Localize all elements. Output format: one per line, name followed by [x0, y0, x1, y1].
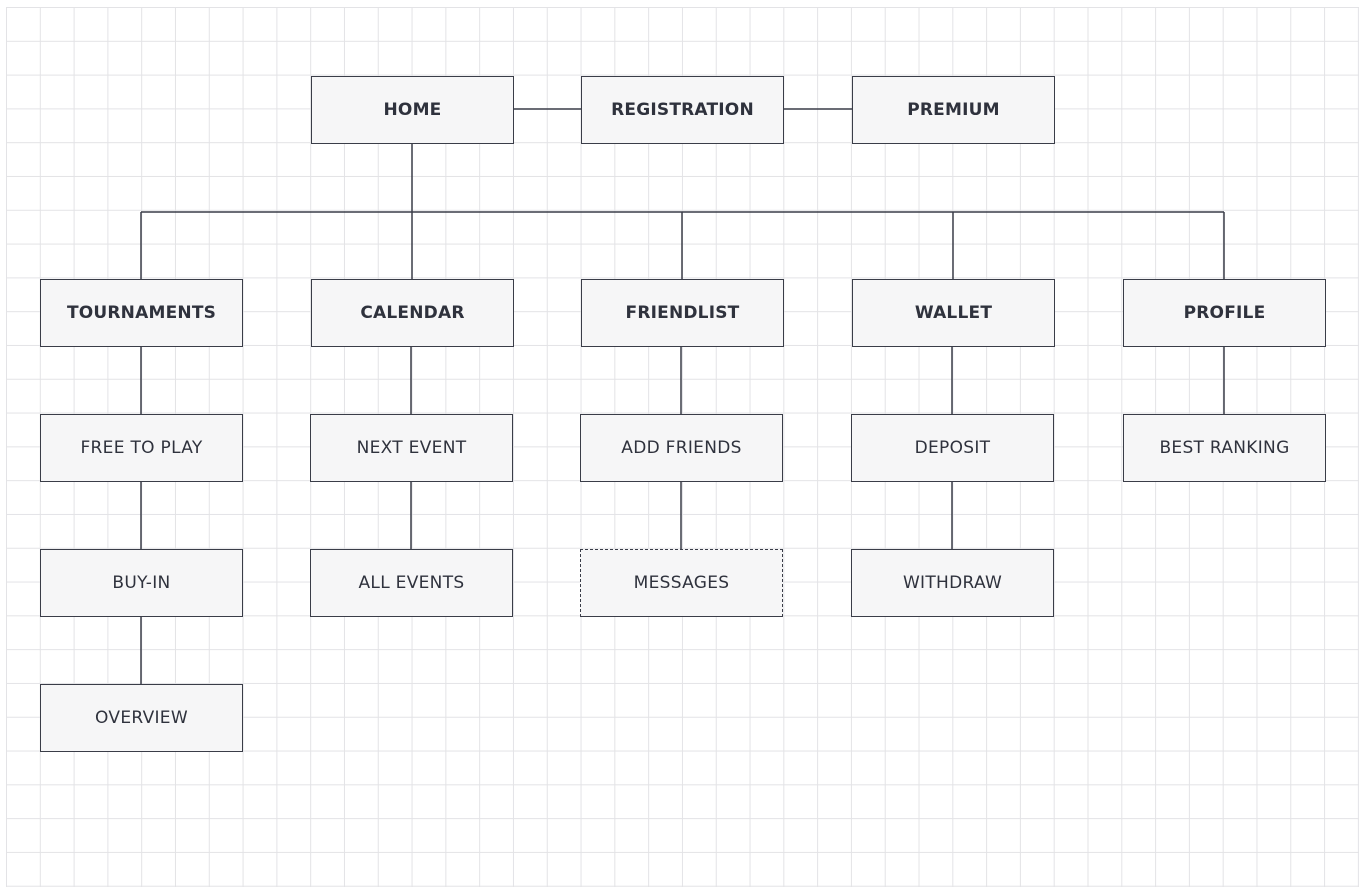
node-next-event[interactable]: NEXT EVENT — [310, 414, 513, 482]
node-tournaments[interactable]: TOURNAMENTS — [40, 279, 243, 347]
node-premium[interactable]: PREMIUM — [852, 76, 1055, 144]
node-calendar[interactable]: CALENDAR — [311, 279, 514, 347]
node-all-events[interactable]: ALL EVENTS — [310, 549, 513, 617]
node-free-to-play[interactable]: FREE TO PLAY — [40, 414, 243, 482]
node-wallet[interactable]: WALLET — [852, 279, 1055, 347]
node-withdraw[interactable]: WITHDRAW — [851, 549, 1054, 617]
node-deposit[interactable]: DEPOSIT — [851, 414, 1054, 482]
node-home[interactable]: HOME — [311, 76, 514, 144]
node-add-friends[interactable]: ADD FRIENDS — [580, 414, 783, 482]
node-buy-in[interactable]: BUY-IN — [40, 549, 243, 617]
node-overview[interactable]: OVERVIEW — [40, 684, 243, 752]
node-friendlist[interactable]: FRIENDLIST — [581, 279, 784, 347]
node-best-ranking[interactable]: BEST RANKING — [1123, 414, 1326, 482]
node-profile[interactable]: PROFILE — [1123, 279, 1326, 347]
node-registration[interactable]: REGISTRATION — [581, 76, 784, 144]
node-messages[interactable]: MESSAGES — [580, 549, 783, 617]
